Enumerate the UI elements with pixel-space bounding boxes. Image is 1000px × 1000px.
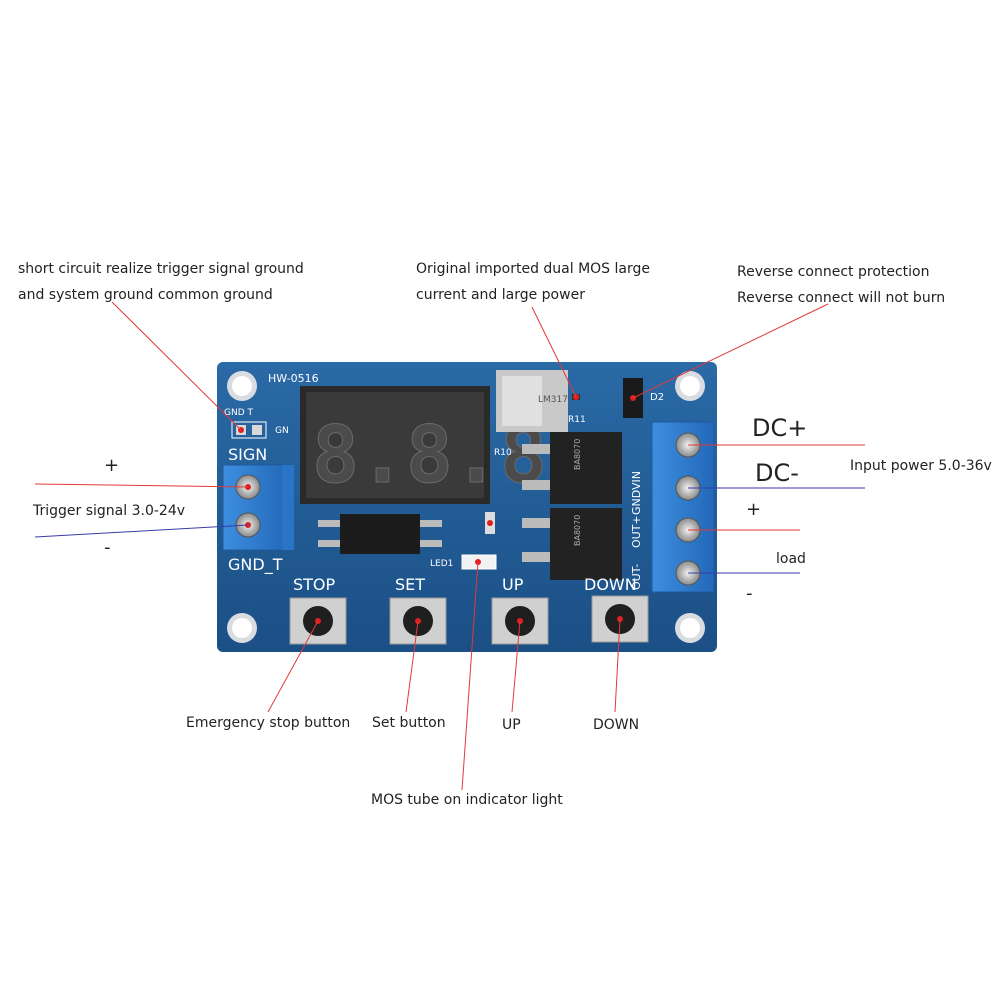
leader-reverse (632, 303, 829, 399)
set-silk: SET (395, 575, 425, 594)
leader-trigger-minus (34, 524, 249, 538)
board-model: HW-0516 (268, 372, 319, 385)
annotation-trigger-signal: Trigger signal 3.0-24v (33, 503, 186, 519)
annotation-load: load (776, 551, 806, 567)
gnd-t-small-label: GND T (224, 408, 253, 418)
led1-label: LED1 (430, 559, 453, 569)
leader-mos (531, 306, 577, 398)
annotation-dc-plus: DC+ (752, 414, 808, 442)
annotation-load-minus: - (746, 583, 753, 604)
out-plus-silk: OUT+ (630, 515, 643, 548)
annotation-mos: Original imported dual MOS large current… (416, 256, 650, 308)
mos-chip-2-label: BA8070 (573, 515, 582, 546)
leader-trigger-plus (34, 483, 249, 488)
mos-chip-1 (550, 432, 622, 504)
down-silk: DOWN (584, 575, 637, 594)
r11-label: R11 (568, 415, 586, 425)
trigger-terminal-block (222, 464, 289, 551)
out-minus-silk: OUT- (630, 564, 643, 590)
annotation-short-circuit-line1: short circuit realize trigger signal gro… (18, 261, 304, 277)
regulator-chip-label: LM317 (538, 395, 568, 405)
annotation-mos-light: MOS tube on indicator light (371, 792, 563, 808)
annotation-down-button: DOWN (593, 717, 640, 733)
annotation-up-button: UP (502, 717, 521, 733)
r10-label: R10 (494, 448, 512, 458)
annotation-trigger-minus: - (104, 537, 111, 558)
annotation-reverse-line1: Reverse connect protection (737, 264, 930, 280)
jumper-outline (231, 421, 267, 439)
annotation-trigger-plus: + (104, 455, 120, 476)
optocoupler-chip (340, 514, 420, 554)
leader-stop (267, 620, 319, 713)
vin-label: VIN (630, 471, 643, 490)
leader-short-circuit (111, 301, 242, 431)
annotation-load-plus: + (746, 499, 762, 520)
sign-label: SIGN (228, 445, 267, 464)
annotation-input-power: Input power 5.0-36v (850, 458, 992, 474)
annotation-reverse-line2: Reverse connect will not burn (737, 290, 946, 306)
annotation-mos-line1: Original imported dual MOS large (416, 261, 651, 277)
gn-label: GN (275, 426, 289, 436)
gnd-silk: GND (630, 490, 643, 515)
up-silk: UP (502, 575, 524, 594)
annotation-short-circuit-line2: and system ground common ground (18, 287, 273, 303)
buttons-silk: STOP SET UP DOWN (293, 575, 637, 594)
annotation-stop-button: Emergency stop button (186, 715, 351, 731)
jumper-pad-2 (252, 425, 262, 435)
annotation-short-circuit: short circuit realize trigger signal gro… (18, 256, 304, 308)
mounting-holes (227, 371, 705, 643)
annotation-reverse: Reverse connect protection Reverse conne… (737, 259, 945, 311)
annotation-set-button: Set button (372, 715, 446, 731)
gnd-t-label: GND_T (228, 555, 283, 575)
leader-set (405, 620, 419, 713)
d2-label: D2 (650, 392, 664, 403)
leader-mos-light (461, 561, 479, 791)
annotation-dc-minus: DC- (755, 459, 799, 487)
leader-lines (34, 301, 865, 791)
leader-up (511, 620, 521, 713)
terminal-label-gnd-vin: VIN (630, 471, 643, 490)
annotation-mos-line2: current and large power (416, 287, 585, 303)
up-button[interactable] (491, 597, 549, 645)
mos-chip-1-label: BA8070 (573, 439, 582, 470)
stop-silk: STOP (293, 575, 336, 594)
leader-down (614, 618, 621, 713)
mos-chip-2 (550, 508, 622, 580)
